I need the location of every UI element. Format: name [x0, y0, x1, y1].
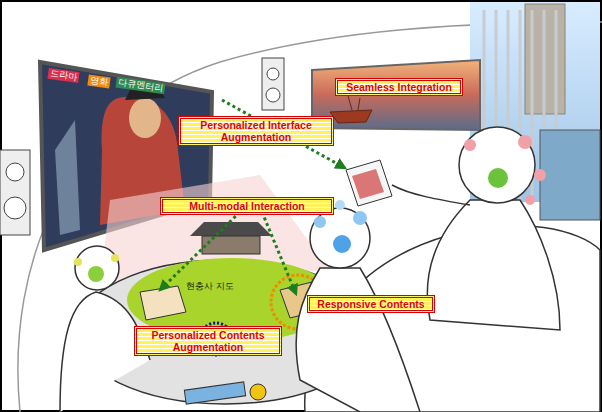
thought-dot: [464, 139, 476, 151]
thought-dot: [488, 168, 508, 188]
phone-screen: [352, 169, 384, 199]
callout-box: Personalized Contents Augmentation: [134, 326, 282, 356]
thought-dot: [335, 200, 345, 210]
callout-text: Seamless Integration: [341, 81, 457, 93]
table-label: 현충사 지도: [186, 281, 234, 292]
tv-sail: [55, 120, 80, 235]
building-model-roof: [190, 222, 272, 236]
thought-dot: [88, 266, 104, 282]
person-body: [296, 268, 420, 412]
leader-arrow: [262, 212, 296, 294]
speaker-cone: [266, 88, 280, 102]
person-head: [459, 127, 535, 203]
callout-text: Multi-modal Interaction: [166, 200, 328, 212]
speaker-cone: [4, 197, 26, 219]
speaker: [0, 150, 30, 235]
callout-box: Seamless Integration: [335, 78, 463, 96]
thought-dot: [518, 135, 532, 149]
thought-dot: [534, 169, 546, 181]
person-arm: [392, 185, 470, 205]
thought-dot: [525, 195, 535, 205]
tablet: [140, 286, 186, 320]
person-head: [75, 246, 119, 290]
phone: [346, 160, 392, 206]
callout-box: Responsive Contents: [307, 295, 435, 313]
window-view: [540, 130, 600, 220]
ship: [330, 96, 372, 123]
book: [184, 382, 245, 404]
callout-text: Responsive Contents: [313, 298, 429, 310]
disc: [250, 384, 266, 400]
person-head: [310, 208, 370, 268]
thought-dot: [314, 216, 326, 228]
callout-text: Personalized Contents Augmentation: [140, 329, 276, 353]
thought-dot: [333, 235, 351, 253]
building-model: [202, 236, 260, 254]
panorama-screen: [312, 60, 480, 130]
thought-dot: [111, 254, 119, 262]
callout-box: Personalized Interface Augmentation: [178, 116, 334, 146]
thought-dot: [74, 258, 82, 266]
callout-text: Personalized Interface Augmentation: [184, 119, 328, 143]
speaker-cone: [267, 68, 279, 80]
callout-box: Multi-modal Interaction: [160, 197, 334, 215]
speaker: [262, 58, 284, 110]
thought-dot: [353, 211, 367, 225]
leader-arrow: [160, 212, 240, 290]
tv-figure-face: [129, 98, 161, 138]
person-body: [427, 200, 560, 330]
speaker-cone: [6, 163, 24, 181]
